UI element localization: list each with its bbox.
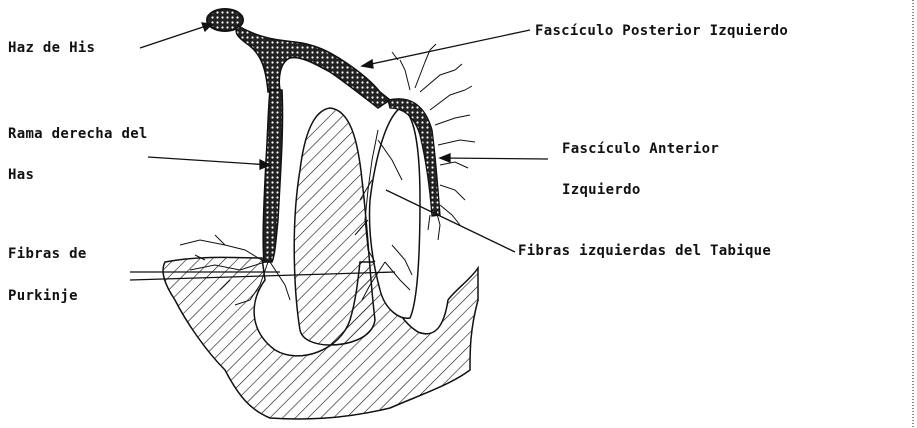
arrowhead-fasciculo-posterior: [362, 60, 373, 68]
leader-haz-de-his: [140, 24, 212, 48]
label-fasciculo-anterior-line2: Izquierdo: [562, 182, 641, 198]
leader-fasciculo-anterior: [440, 158, 548, 159]
label-fasciculo-posterior: Fascículo Posterior Izquierdo: [535, 23, 788, 39]
label-rama-derecha-line1: Rama derecha del: [8, 126, 148, 142]
label-fibras-tabique: Fibras izquierdas del Tabique: [518, 243, 771, 259]
right-bundle-branch: [263, 90, 282, 262]
leader-rama-derecha: [148, 157, 270, 165]
label-rama-derecha-line2: Has: [8, 167, 34, 183]
leader-fasciculo-posterior: [362, 30, 530, 66]
arrowhead-fasciculo-anterior: [440, 154, 450, 162]
label-fibras-purkinje-line2: Purkinje: [8, 288, 78, 304]
label-fasciculo-anterior-line1: Fascículo Anterior: [562, 141, 719, 157]
label-fibras-purkinje-line1: Fibras de: [8, 246, 87, 262]
label-haz-de-his: Haz de His: [8, 40, 95, 56]
